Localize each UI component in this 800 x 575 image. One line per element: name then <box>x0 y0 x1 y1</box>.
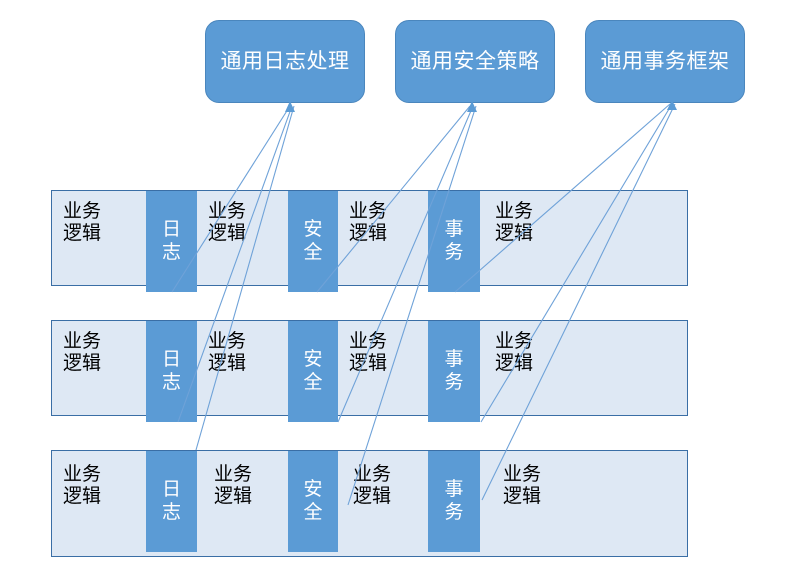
row-3-business-logic-4: 业务 逻辑 <box>503 464 542 508</box>
row-1-business-logic-1: 业务 逻辑 <box>63 201 102 245</box>
row-2-business-logic-1: 业务 逻辑 <box>63 331 102 375</box>
connector-row-3-transaction <box>481 103 676 501</box>
row-2-business-logic-2: 业务 逻辑 <box>208 331 247 375</box>
row-1-concern-transaction[interactable]: 事 务 <box>428 191 480 292</box>
aspect-box-transaction[interactable]: 通用事务框架 <box>585 20 745 103</box>
aspect-box-transaction-label: 通用事务框架 <box>600 50 730 73</box>
row-1-concern-logging[interactable]: 日 志 <box>146 191 197 292</box>
row-2-concern-logging[interactable]: 日 志 <box>146 321 197 422</box>
row-1-business-logic-3: 业务 逻辑 <box>349 201 388 245</box>
row-3-business-logic-1: 业务 逻辑 <box>63 464 102 508</box>
row-3-business-logic-2: 业务 逻辑 <box>214 464 253 508</box>
aspect-box-security[interactable]: 通用安全策略 <box>395 20 555 103</box>
row-3-concern-security[interactable]: 安 全 <box>288 451 338 552</box>
row-3-concern-transaction[interactable]: 事 务 <box>428 451 480 552</box>
row-1-business-logic-2: 业务 逻辑 <box>208 201 247 245</box>
aspect-box-logging[interactable]: 通用日志处理 <box>205 20 365 103</box>
row-2-concern-security[interactable]: 安 全 <box>288 321 338 422</box>
row-1-concern-security[interactable]: 安 全 <box>288 191 338 292</box>
row-1-business-logic-4: 业务 逻辑 <box>495 201 534 245</box>
connector-row-3-security <box>347 105 477 506</box>
row-2-business-logic-3: 业务 逻辑 <box>349 331 388 375</box>
row-2-concern-transaction[interactable]: 事 务 <box>428 321 480 422</box>
row-3-concern-logging[interactable]: 日 志 <box>146 451 197 552</box>
row-2-business-logic-4: 业务 逻辑 <box>495 331 534 375</box>
row-3-business-logic-3: 业务 逻辑 <box>353 464 392 508</box>
aspect-box-logging-label: 通用日志处理 <box>220 50 350 73</box>
aspect-box-security-label: 通用安全策略 <box>410 50 540 73</box>
